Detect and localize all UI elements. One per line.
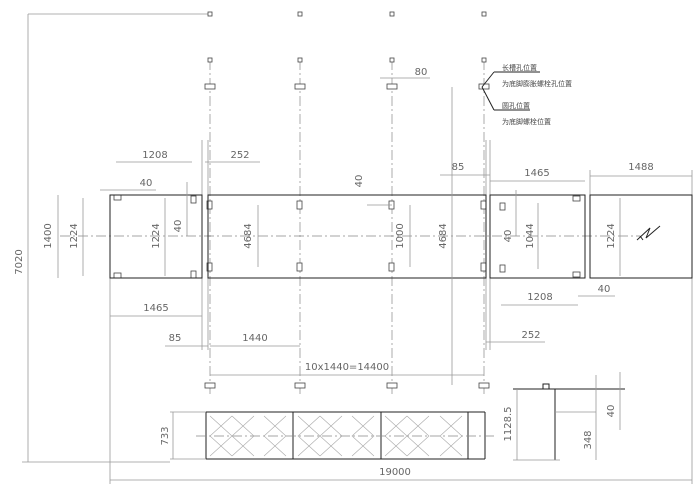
dim-side-height: 1128.5 <box>503 407 514 442</box>
dim-bays-total: 10x1440=14400 <box>305 362 389 373</box>
dim-right-1488: 1488 <box>628 162 653 173</box>
main-fence-box <box>207 194 487 279</box>
dim-right-1208: 1208 <box>527 292 552 303</box>
plan-boxes <box>109 194 693 279</box>
dim-right-1044: 1044 <box>525 223 536 248</box>
fence-elevation <box>170 411 495 460</box>
dim-right-40: 40 <box>503 230 514 243</box>
dim-right-85: 85 <box>452 162 465 173</box>
column-axes <box>209 60 485 395</box>
right-end-box <box>489 194 586 279</box>
dim-252-top: 252 <box>230 150 249 161</box>
north-arrow-icon <box>636 225 661 241</box>
dim-85-bottom: 85 <box>169 333 182 344</box>
dim-side-40: 40 <box>606 405 617 418</box>
dim-left-1208: 1208 <box>142 150 167 161</box>
dim-left-1400: 1400 <box>43 223 54 248</box>
dim-left-inner-40: 40 <box>173 220 184 233</box>
dim-top-80: 80 <box>415 67 428 78</box>
dim-right-252: 252 <box>521 330 540 341</box>
dim-left-1465: 1465 <box>143 303 168 314</box>
legend-round-hole-title: 圆孔位置 <box>502 101 530 110</box>
dim-right-1465: 1465 <box>524 168 549 179</box>
legend-slot-hole-desc: 为底脚膨胀螺栓孔位置 <box>502 79 572 88</box>
dim-left-40: 40 <box>140 178 153 189</box>
legend-slot-hole-title: 长槽孔位置 <box>502 63 537 72</box>
dim-mid-4684: 4684 <box>438 223 449 248</box>
dim-total-height: 7020 <box>14 249 25 274</box>
dim-left-inner-1224: 1224 <box>151 223 162 248</box>
dim-total-width: 19000 <box>379 467 411 478</box>
dim-left-1224: 1224 <box>69 223 80 248</box>
dim-fence-height: 733 <box>160 426 171 445</box>
dim-right-1224: 1224 <box>606 223 617 248</box>
legend-round-hole-desc: 为底脚螺栓位置 <box>502 117 551 126</box>
dim-mid-40: 40 <box>354 175 365 188</box>
gate-box <box>589 194 693 279</box>
dim-mid-1000: 1000 <box>395 223 406 248</box>
legend-leader <box>481 71 540 111</box>
side-section <box>513 372 625 461</box>
top-markers <box>207 11 487 63</box>
dimension-lines <box>57 77 692 385</box>
dim-bay-1440: 1440 <box>242 333 267 344</box>
bolt-holes <box>113 83 581 389</box>
left-end-box <box>109 194 203 279</box>
extension-lines <box>22 13 693 484</box>
dim-side-348: 348 <box>583 430 594 449</box>
dim-right-40-bottom: 40 <box>598 284 611 295</box>
dim-left-4684: 4684 <box>243 223 254 248</box>
